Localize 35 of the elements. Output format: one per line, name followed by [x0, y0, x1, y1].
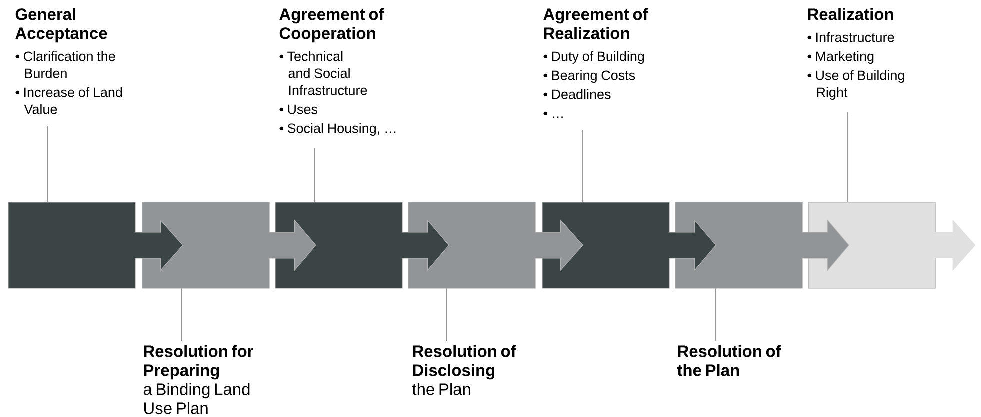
process-block [275, 202, 403, 289]
heading-text: Agreement of Realization [544, 8, 648, 40]
chevron-arrow [534, 220, 584, 272]
leader-line [582, 130, 584, 202]
bullet-item: • Technical and Social Infrastructure [280, 51, 368, 96]
leader-line [314, 148, 316, 202]
step-label: Resolution of the Plan [677, 345, 782, 376]
bullet-item: • Social Housing, … [280, 123, 396, 136]
bullet-item: • Uses [280, 104, 318, 114]
process-block [675, 202, 803, 289]
heading-text: Agreement of Cooperation [280, 8, 384, 43]
leader-line [446, 288, 448, 342]
bullet-item: • … [544, 112, 563, 118]
bullet-item: • Use of Building Right [808, 70, 904, 100]
bullet-item: • Clarification the Burden [16, 51, 116, 78]
chevron-arrow [402, 220, 450, 272]
bullet-item: • Marketing [808, 51, 874, 64]
process-block [408, 202, 536, 289]
chevron-arrow [134, 220, 184, 272]
step-label: a Binding Land Use Plan [144, 383, 250, 414]
process-block [142, 202, 270, 289]
process-block [8, 202, 136, 289]
step-label: the Plan [412, 383, 470, 396]
process-block [542, 202, 670, 289]
heading-text: Realization [808, 8, 894, 20]
bullet-item: • Bearing Costs [544, 70, 636, 83]
process-block [808, 202, 936, 289]
bullet-item: • Deadlines [544, 89, 611, 100]
bullet-item: • Increase of Land Value [16, 87, 122, 114]
bullet-item: • Infrastructure [808, 32, 894, 42]
chevron-arrow [268, 220, 316, 272]
bullet-item: • Duty of Building [544, 51, 644, 64]
heading-text: General Acceptance [16, 8, 108, 43]
chevron-arrow [668, 220, 716, 272]
chevron-arrow [802, 220, 850, 272]
